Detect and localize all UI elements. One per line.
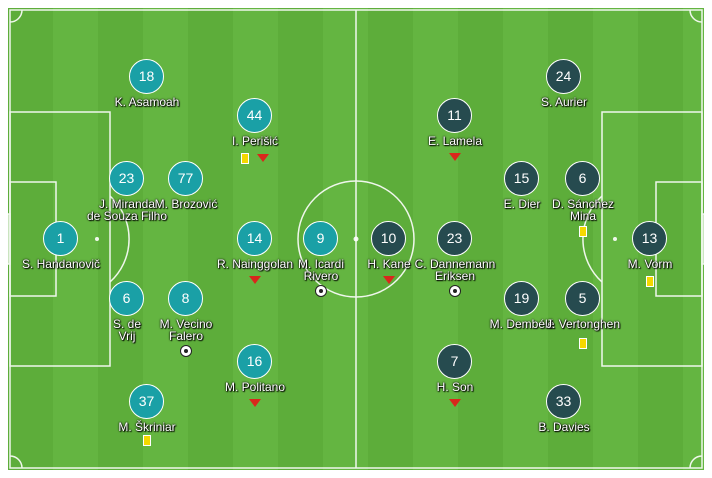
jersey-number: 44 xyxy=(237,98,272,133)
player-name: H. Son xyxy=(436,380,474,394)
goal-ball-icon xyxy=(449,285,461,297)
substitution-out-icon xyxy=(257,154,270,162)
event-badges xyxy=(235,398,275,412)
yellow-card-icon xyxy=(646,276,654,287)
player-name: M. Vecino Falero xyxy=(159,317,213,343)
event-badges xyxy=(435,285,475,299)
yellow-card-icon xyxy=(143,435,151,446)
jersey-number: 19 xyxy=(504,281,539,316)
event-badges xyxy=(235,275,275,289)
event-badges xyxy=(630,276,670,290)
event-badges xyxy=(563,226,603,240)
player-name: R. Nainggolan xyxy=(216,257,294,271)
jersey-number: 14 xyxy=(237,221,272,256)
yellow-card-icon xyxy=(579,338,587,349)
pitch-markings xyxy=(8,9,704,469)
event-badges xyxy=(369,275,409,289)
yellow-card-icon xyxy=(240,153,249,164)
player-name: I. Perišić xyxy=(231,134,278,148)
substitution-out-icon xyxy=(383,276,395,284)
jersey-number: 1 xyxy=(43,221,78,256)
player-name: J. Miranda de Souza Filho xyxy=(86,197,168,223)
player-name: E. Dier xyxy=(503,197,541,211)
player-name: M. Politano xyxy=(224,380,286,394)
jersey-number: 8 xyxy=(168,281,203,316)
jersey-number: 6 xyxy=(565,161,600,196)
goal-ball-icon xyxy=(315,285,327,297)
player-name: M. Brozović xyxy=(154,197,218,211)
player-name: S. Aurier xyxy=(540,95,588,109)
jersey-number: 24 xyxy=(546,59,581,94)
jersey-number: 5 xyxy=(565,281,600,316)
jersey-number: 9 xyxy=(303,221,338,256)
player-name: S. de Vrij xyxy=(112,317,142,343)
jersey-number: 18 xyxy=(129,59,164,94)
player-name: S. Handanovič xyxy=(21,257,101,271)
event-badges xyxy=(435,398,475,412)
player-name: H. Kane xyxy=(367,257,411,271)
event-badges xyxy=(166,345,206,359)
jersey-number: 7 xyxy=(437,344,472,379)
jersey-number: 6 xyxy=(109,281,144,316)
yellow-card-icon xyxy=(579,226,587,237)
football-pitch: 1 S. Handanovič 18 K. Asamoah 23 J. Mira… xyxy=(8,8,704,470)
event-badges xyxy=(563,338,603,352)
jersey-number: 77 xyxy=(168,161,203,196)
jersey-number: 33 xyxy=(546,384,581,419)
jersey-number: 11 xyxy=(437,98,472,133)
substitution-out-icon xyxy=(249,276,261,284)
substitution-out-icon xyxy=(249,399,261,407)
substitution-out-icon xyxy=(449,399,461,407)
jersey-number: 23 xyxy=(109,161,144,196)
jersey-number: 23 xyxy=(437,221,472,256)
player-name: B. Davies xyxy=(538,420,590,434)
jersey-number: 10 xyxy=(371,221,406,256)
player-name: E. Lamela xyxy=(427,134,483,148)
player-name: M. Škriniar xyxy=(118,420,176,434)
player-name: K. Asamoah xyxy=(114,95,180,109)
event-badges xyxy=(235,153,275,167)
goal-ball-icon xyxy=(180,345,192,357)
player-name: M. Dembélé xyxy=(489,317,555,331)
event-badges xyxy=(301,285,341,299)
jersey-number: 15 xyxy=(504,161,539,196)
jersey-number: 16 xyxy=(237,344,272,379)
event-badges xyxy=(127,435,167,449)
player-name: C. Dannemann Eriksen xyxy=(414,257,496,283)
player-name: M. Icardi Rivero xyxy=(297,257,344,283)
player-name: J. Vertonghen xyxy=(545,317,621,331)
jersey-number: 13 xyxy=(632,221,667,256)
substitution-out-icon xyxy=(449,153,461,161)
jersey-number: 37 xyxy=(129,384,164,419)
event-badges xyxy=(435,152,475,166)
player-name: M. Vorm xyxy=(627,257,673,271)
player-name: D. Sánchez Mina xyxy=(551,197,615,223)
